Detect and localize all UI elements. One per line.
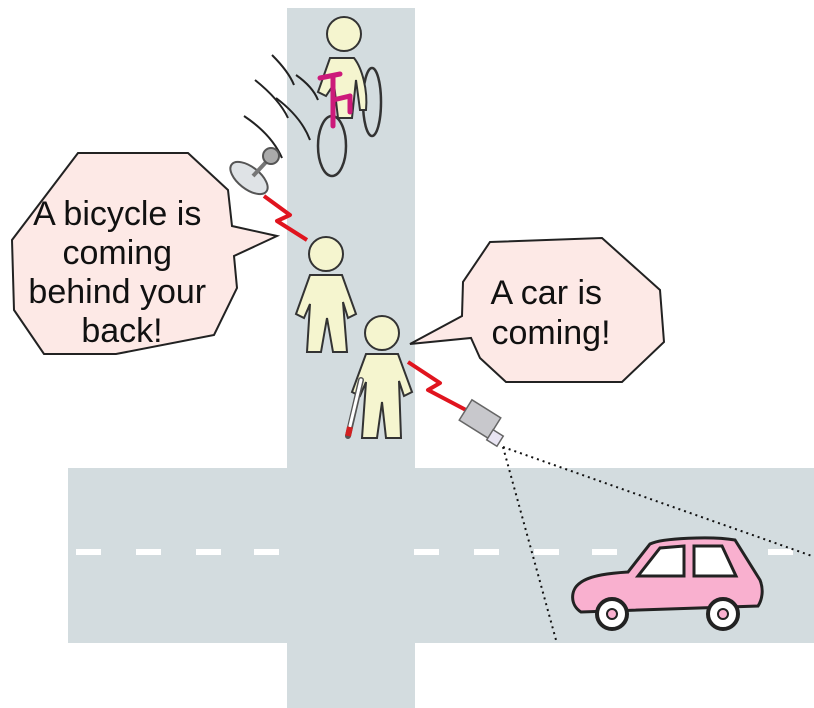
signal-bolt-camera-to-pedestrian xyxy=(408,362,466,410)
blind-pedestrian-head xyxy=(365,316,399,350)
speech-bubble-car: A car is coming! xyxy=(410,238,664,382)
microphone-head xyxy=(263,148,279,164)
car-front-wheel-hub xyxy=(607,609,617,619)
white-cane-tip xyxy=(348,427,350,436)
pedestrian-head xyxy=(309,237,343,271)
car-rear-wheel-hub xyxy=(718,609,728,619)
cyclist-head xyxy=(327,17,361,51)
camera-sensor-icon xyxy=(459,400,503,446)
microphone-sensor-icon xyxy=(225,148,279,200)
